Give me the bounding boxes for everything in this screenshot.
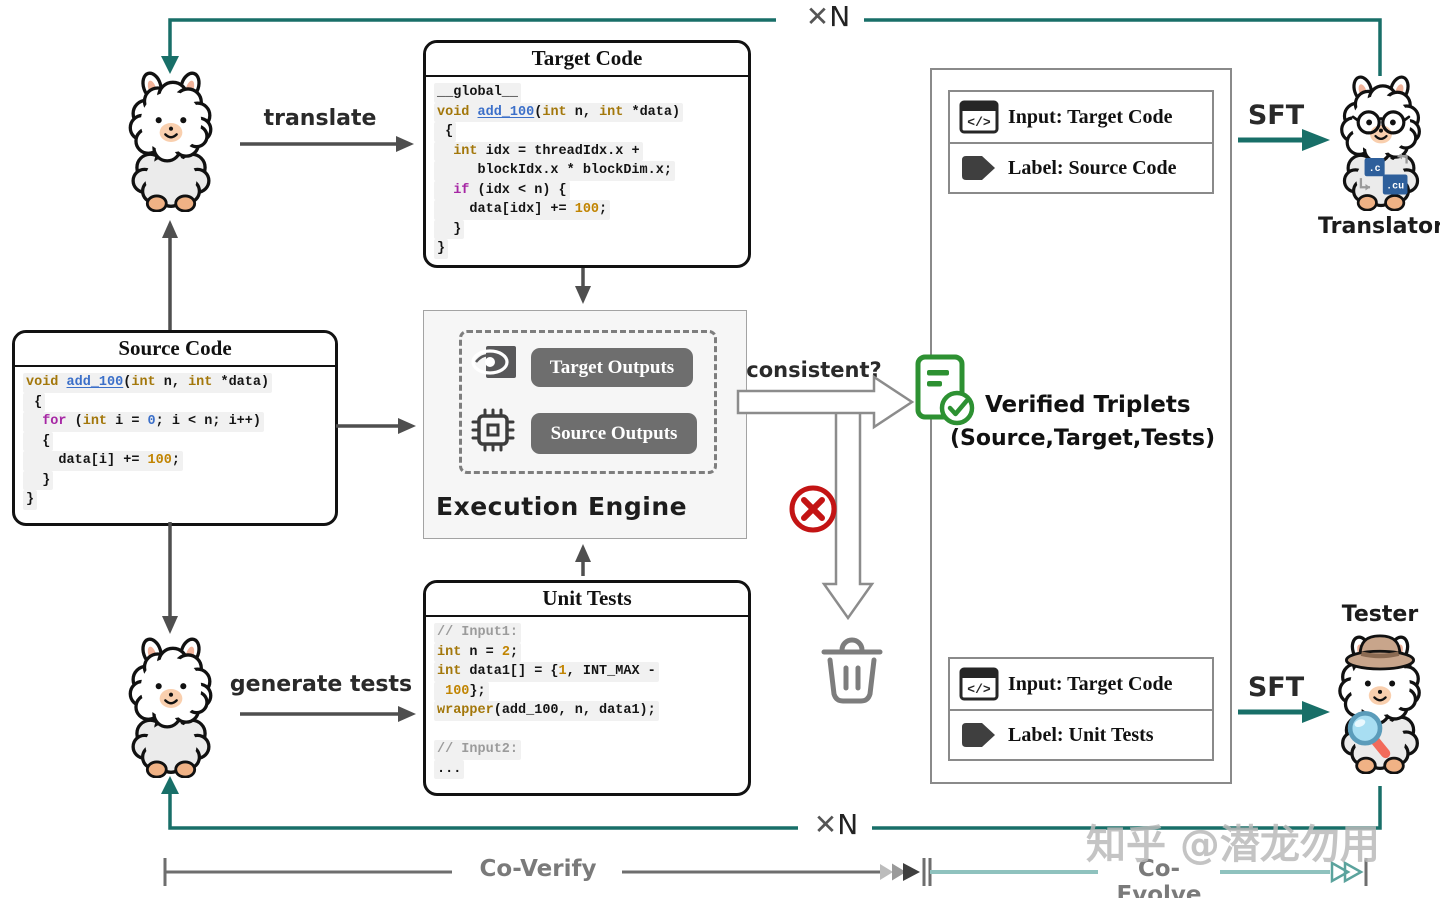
unit-tests-title: Unit Tests (426, 583, 748, 617)
code-line: data[idx] += 100; (434, 200, 740, 220)
code-line: int data1[] = {1, INT_MAX - (434, 662, 740, 682)
translate-arrow-label: translate (263, 106, 377, 131)
code-line: blockIdx.x * blockDim.x; (434, 161, 740, 181)
target-outputs-button: Target Outputs (531, 348, 693, 387)
svg-text:.cu: .cu (1386, 182, 1404, 193)
target-code-box: Target Code __global__void add_100(int n… (423, 40, 751, 268)
code-line: wrapper(add_100, n, data1); (434, 701, 740, 721)
co-evolve-label: Co-Evolve (1116, 856, 1202, 898)
bottom-loop-arrowhead (161, 776, 179, 794)
code-line: { (434, 122, 740, 142)
execution-engine-label: Execution Engine (436, 492, 688, 521)
nvidia-gpu-icon (471, 346, 516, 378)
target-code-title: Target Code (426, 43, 748, 77)
tag-icon (962, 723, 995, 747)
detective-hat-icon (1345, 634, 1415, 671)
translator-label-row: Label: Source Code (950, 142, 1212, 192)
co-verify-arrowheads (880, 863, 920, 881)
tester-input-row: </> Input: Target Code (950, 659, 1212, 709)
consistent-hollow-arrow (736, 374, 915, 430)
code-line: int n = 2; (434, 642, 740, 662)
engine-dashed-frame (459, 330, 717, 474)
code-line: ... (434, 759, 740, 779)
translator-name-label: Translator (1318, 214, 1440, 239)
trained-translator-llama: .c .cu (1326, 74, 1436, 211)
sft-bottom-label: SFT (1247, 672, 1305, 703)
co-verify-label: Co-Verify (479, 856, 597, 882)
loop-count-bottom: ✕N (813, 808, 859, 841)
code-line: __global__ (434, 83, 740, 103)
verified-triplets-line2: (Source,Target,Tests) (950, 426, 1216, 451)
sft-top-label: SFT (1247, 100, 1305, 131)
code-translate-badge-icon: .c .cu (1359, 153, 1408, 195)
tester-label-row: Label: Unit Tests (950, 709, 1212, 759)
discard-hollow-arrow (821, 400, 875, 621)
svg-text:</>: </> (967, 115, 991, 130)
code-line: } (434, 219, 740, 239)
sft-arrows (1238, 137, 1302, 715)
code-line: void add_100(int n, int *data) (434, 102, 740, 122)
tester-llm-llama (114, 636, 228, 778)
times-icon: ✕ (813, 808, 838, 841)
times-icon: ✕ (805, 0, 830, 33)
code-line: { (23, 431, 327, 451)
tester-input-text: Input: Target Code (1008, 672, 1173, 695)
tag-icon (962, 156, 995, 180)
code-line: data[i] += 100; (23, 451, 327, 471)
trained-tester-llama (1324, 634, 1436, 774)
code-line: { (23, 392, 327, 412)
translator-label-text: Label: Source Code (1008, 156, 1177, 179)
code-line: 100}; (434, 681, 740, 701)
loop-count-top: ✕N (805, 0, 851, 33)
cpu-chip-icon (471, 408, 515, 452)
tester-pair-box: </> Input: Target Code Label: Unit Tests (948, 657, 1214, 761)
watermark: 知乎 @潜龙勿用 (1086, 822, 1380, 868)
verified-document-icon (915, 354, 975, 426)
unit-tests-body: // Input1:int n = 2;int data1[] = {1, IN… (426, 617, 748, 783)
magnifying-glass-icon (1347, 711, 1391, 759)
translator-pair-box: </> Input: Target Code Label: Source Cod… (948, 90, 1214, 194)
code-window-icon: </> (959, 100, 999, 134)
code-line: // Input2: (434, 740, 740, 760)
code-line (434, 721, 740, 741)
translator-llm-llama (114, 70, 228, 212)
svg-text:.c: .c (1369, 164, 1381, 175)
translator-input-row: </> Input: Target Code (950, 92, 1212, 142)
code-line: } (23, 490, 327, 510)
code-line: int idx = threadIdx.x + (434, 141, 740, 161)
inconsistent-x-icon (789, 485, 837, 533)
glasses-icon (1351, 110, 1411, 135)
target-outputs-label: Target Outputs (549, 356, 675, 378)
code-line: void add_100(int n, int *data) (23, 373, 327, 393)
code-line: } (23, 470, 327, 490)
source-code-box: Source Code void add_100(int n, int *dat… (12, 330, 338, 526)
source-outputs-label: Source Outputs (550, 422, 678, 444)
code-line: } (434, 239, 740, 259)
code-window-icon: </> (959, 667, 999, 701)
verified-triplets-line1: Verified Triplets (985, 392, 1191, 418)
trash-icon (821, 637, 883, 704)
source-code-title: Source Code (15, 333, 335, 367)
translator-input-text: Input: Target Code (1008, 105, 1173, 128)
code-line: // Input1: (434, 623, 740, 643)
source-code-body: void add_100(int n, int *data) { for (in… (15, 367, 335, 514)
unit-tests-box: Unit Tests // Input1:int n = 2;int data1… (423, 580, 751, 796)
tester-name-label: Tester (1341, 602, 1419, 627)
consistent-question-label: consistent? (746, 358, 882, 382)
generate-tests-arrow-label: generate tests (229, 672, 413, 697)
tester-label-text: Label: Unit Tests (1008, 723, 1154, 746)
source-outputs-button: Source Outputs (531, 413, 697, 454)
target-code-body: __global__void add_100(int n, int *data)… (426, 77, 748, 263)
code-line: for (int i = 0; i < n; i++) (23, 412, 327, 432)
svg-text:</>: </> (967, 682, 991, 697)
code-line: if (idx < n) { (434, 180, 740, 200)
